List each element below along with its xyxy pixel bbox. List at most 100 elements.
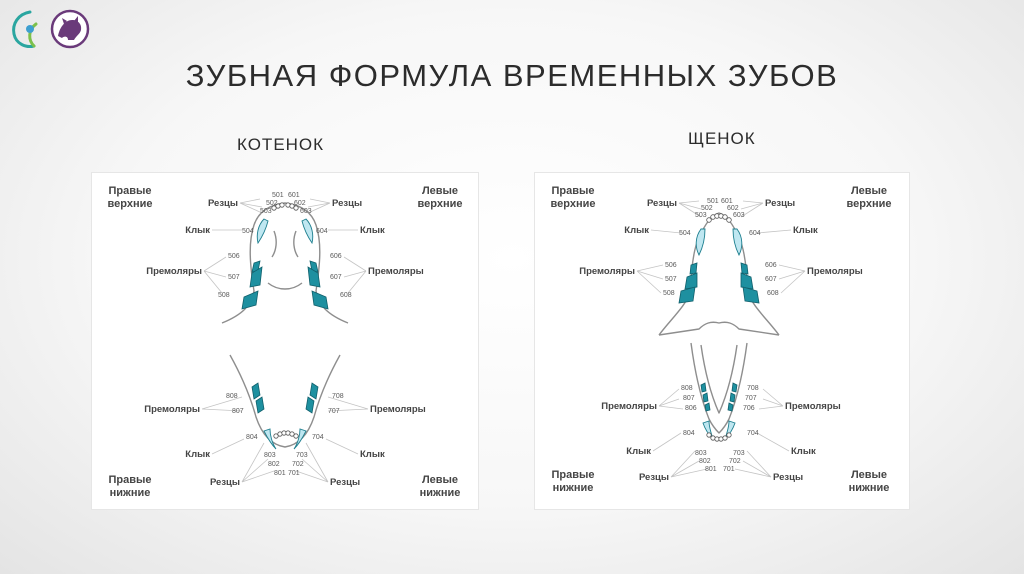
puppy-num-702: 702	[729, 458, 741, 465]
puppy-upper-incisors	[706, 213, 732, 223]
puppy-upper-left-incisors-label: Резцы	[765, 198, 795, 209]
kitten-upper-left-premolars-label: Премоляры	[368, 266, 424, 277]
kitten-upper-right-label: Правые	[108, 185, 151, 197]
puppy-upper-right-label-2: верхние	[551, 198, 596, 210]
puppy-upper-right-incisors-label: Резцы	[647, 198, 677, 209]
puppy-num-603: 603	[733, 212, 745, 219]
puppy-upper-left-canine-label: Клык	[793, 225, 818, 236]
leaf-logo-icon	[12, 10, 38, 48]
kitten-num-507: 507	[228, 274, 240, 281]
kitten-num-707: 707	[328, 408, 340, 415]
kitten-num-708: 708	[332, 393, 344, 400]
animal-logo-icon	[50, 9, 90, 49]
kitten-num-603: 603	[300, 208, 312, 215]
kitten-upper-palate	[267, 230, 303, 290]
puppy-upper-right-label: Правые	[551, 185, 594, 197]
kitten-tooth-504	[256, 218, 269, 245]
puppy-tooth-708	[731, 382, 738, 393]
puppy-leader-lines	[636, 200, 806, 478]
puppy-lower-right-canine-label: Клык	[626, 446, 651, 457]
kitten-num-704: 704	[312, 434, 324, 441]
puppy-num-703: 703	[733, 450, 745, 457]
puppy-tooth-506	[689, 262, 698, 275]
puppy-tooth-608	[742, 286, 760, 304]
puppy-num-704: 704	[747, 430, 759, 437]
puppy-tooth-806	[704, 402, 711, 412]
puppy-upper-palate	[658, 321, 780, 336]
kitten-num-703: 703	[296, 452, 308, 459]
puppy-tooth-808	[700, 382, 707, 393]
puppy-upper-jaw-outline	[658, 212, 780, 336]
puppy-lower-left-incisors-label: Резцы	[773, 472, 803, 483]
puppy-upper-left-premolars-label: Премоляры	[807, 266, 863, 277]
puppy-lower-right-incisors-label: Резцы	[639, 472, 669, 483]
kitten-tooth-507	[249, 266, 263, 288]
puppy-tooth-604	[732, 228, 743, 257]
kitten-upper-right-premolars-label: Премоляры	[146, 266, 202, 277]
kitten-upper-left-incisors-label: Резцы	[332, 198, 362, 209]
kitten-num-807: 807	[232, 408, 244, 415]
kitten-lower-left-label-2: нижние	[420, 487, 461, 499]
puppy-num-508: 508	[663, 290, 675, 297]
kitten-tooth-608	[311, 290, 329, 310]
kitten-num-608: 608	[340, 292, 352, 299]
puppy-tooth-606	[740, 262, 749, 275]
kitten-upper-jaw-outline	[221, 202, 349, 324]
puppy-num-701: 701	[723, 466, 735, 473]
kitten-upper-left-canine-label: Клык	[360, 225, 385, 236]
kitten-tooth-704	[293, 428, 307, 450]
puppy-tooth-607	[740, 272, 754, 290]
kitten-leader-lines	[201, 198, 369, 483]
kitten-num-508: 508	[218, 292, 230, 299]
puppy-num-601: 601	[721, 198, 733, 205]
puppy-num-801: 801	[705, 466, 717, 473]
kitten-num-802: 802	[268, 461, 280, 468]
puppy-tooth-504	[695, 228, 706, 257]
kitten-num-702: 702	[292, 461, 304, 468]
puppy-tooth-707	[729, 392, 736, 403]
kitten-num-701: 701	[288, 470, 300, 477]
kitten-lower-left-incisors-label: Резцы	[330, 477, 360, 488]
kitten-upper-right-label-2: верхние	[108, 198, 153, 210]
kitten-num-808: 808	[226, 393, 238, 400]
kitten-num-502: 502	[266, 200, 278, 207]
puppy-num-806: 806	[685, 405, 697, 412]
kitten-lower-right-label: Правые	[108, 474, 151, 486]
puppy-num-503: 503	[695, 212, 707, 219]
kitten-num-506: 506	[228, 253, 240, 260]
kitten-upper-left-label-2: верхние	[418, 198, 463, 210]
kitten-num-504: 504	[242, 228, 254, 235]
puppy-upper-right-premolars-label: Премоляры	[579, 266, 635, 277]
puppy-num-504: 504	[679, 230, 691, 237]
puppy-upper-right-canine-label: Клык	[624, 225, 649, 236]
puppy-lower-right-label-2: нижние	[553, 482, 594, 494]
puppy-num-501: 501	[707, 198, 719, 205]
kitten-dental-chart: Правые верхние Левые верхние Правые нижн…	[91, 172, 479, 510]
kitten-tooth-508	[241, 290, 259, 310]
puppy-num-502: 502	[701, 205, 713, 212]
puppy-num-802: 802	[699, 458, 711, 465]
puppy-lower-left-label-2: нижние	[849, 482, 890, 494]
puppy-dental-chart: Правые верхние Левые верхние Правые нижн…	[534, 172, 910, 510]
puppy-num-607: 607	[765, 276, 777, 283]
puppy-subtitle: ЩЕНОК	[688, 129, 756, 148]
kitten-num-503: 503	[260, 208, 272, 215]
kitten-num-501: 501	[272, 192, 284, 199]
kitten-num-801: 801	[274, 470, 286, 477]
puppy-num-507: 507	[665, 276, 677, 283]
kitten-tooth-708	[309, 382, 319, 400]
puppy-lower-right-label: Правые	[551, 469, 594, 481]
puppy-num-804: 804	[683, 430, 695, 437]
kitten-tooth-807	[255, 396, 265, 414]
kitten-lower-right-label-2: нижние	[110, 487, 151, 499]
puppy-num-803: 803	[695, 450, 707, 457]
puppy-lower-left-label: Левые	[851, 469, 887, 481]
kitten-num-607: 607	[330, 274, 342, 281]
puppy-tooth-507	[684, 272, 698, 290]
puppy-lower-right-premolars-label: Премоляры	[601, 401, 657, 412]
kitten-num-804: 804	[246, 434, 258, 441]
puppy-tooth-508	[678, 286, 696, 304]
kitten-subtitle: КОТЕНОК	[237, 135, 325, 154]
puppy-tooth-807	[702, 392, 709, 403]
kitten-num-803: 803	[264, 452, 276, 459]
